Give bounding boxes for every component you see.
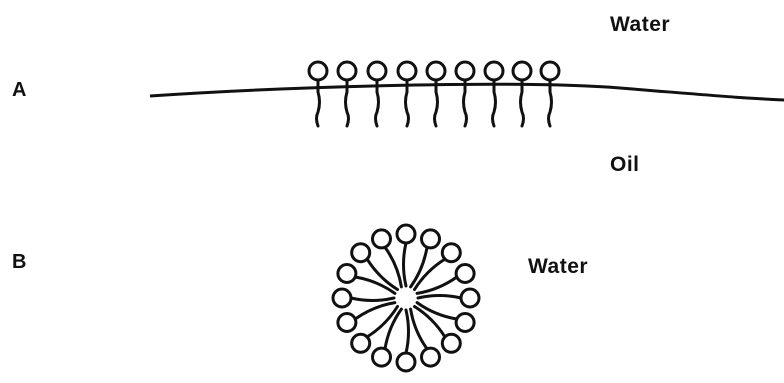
hydrophilic-head [541, 62, 559, 80]
hydrophilic-head [485, 62, 503, 80]
hydrophobic-tail [404, 243, 407, 286]
hydrophobic-tail [351, 298, 394, 301]
hydrophilic-head [338, 265, 356, 283]
hydrophilic-head [338, 62, 356, 80]
hydrophilic-head [461, 289, 479, 307]
panel-b-label: B [12, 251, 26, 274]
hydrophilic-head [422, 348, 440, 366]
hydrophobic-tail [493, 80, 496, 126]
hydrophilic-head [422, 230, 440, 248]
surfactant-molecule [456, 62, 474, 126]
hydrophilic-head [373, 348, 391, 366]
surfactant-molecule [541, 62, 559, 126]
micelle [333, 225, 479, 371]
hydrophobic-tail [317, 80, 320, 126]
hydrophilic-head [309, 62, 327, 80]
panel-a-label: A [12, 79, 26, 102]
hydrophilic-head [456, 62, 474, 80]
hydrophobic-tail [406, 80, 409, 126]
hydrophilic-head [338, 314, 356, 332]
oil-water-interface [150, 84, 784, 100]
surfactant-molecule [427, 62, 445, 126]
hydrophobic-tail [346, 80, 349, 126]
oil-label: Oil [610, 153, 640, 177]
hydrophobic-tail [376, 80, 379, 126]
hydrophobic-tail [406, 310, 409, 353]
hydrophilic-head [513, 62, 531, 80]
hydrophilic-head [456, 314, 474, 332]
surfactant-molecule [485, 62, 503, 126]
hydrophobic-tail [521, 80, 524, 126]
surfactant-molecule [368, 62, 386, 126]
surfactant-molecule [338, 62, 356, 126]
hydrophilic-head [456, 265, 474, 283]
hydrophilic-head [398, 62, 416, 80]
hydrophilic-head [373, 230, 391, 248]
water-label-top: Water [610, 13, 670, 37]
hydrophobic-tail [418, 296, 461, 299]
interface-monolayer [309, 62, 559, 126]
hydrophilic-head [397, 353, 415, 371]
surfactant-molecule [513, 62, 531, 126]
hydrophobic-tail [549, 80, 552, 126]
hydrophilic-head [368, 62, 386, 80]
surfactant-molecule [309, 62, 327, 126]
hydrophilic-head [333, 289, 351, 307]
surfactant-molecule [398, 62, 416, 126]
hydrophilic-head [427, 62, 445, 80]
hydrophilic-head [397, 225, 415, 243]
water-label-bottom: Water [528, 255, 588, 279]
hydrophobic-tail [435, 80, 438, 126]
hydrophobic-tail [464, 80, 467, 126]
